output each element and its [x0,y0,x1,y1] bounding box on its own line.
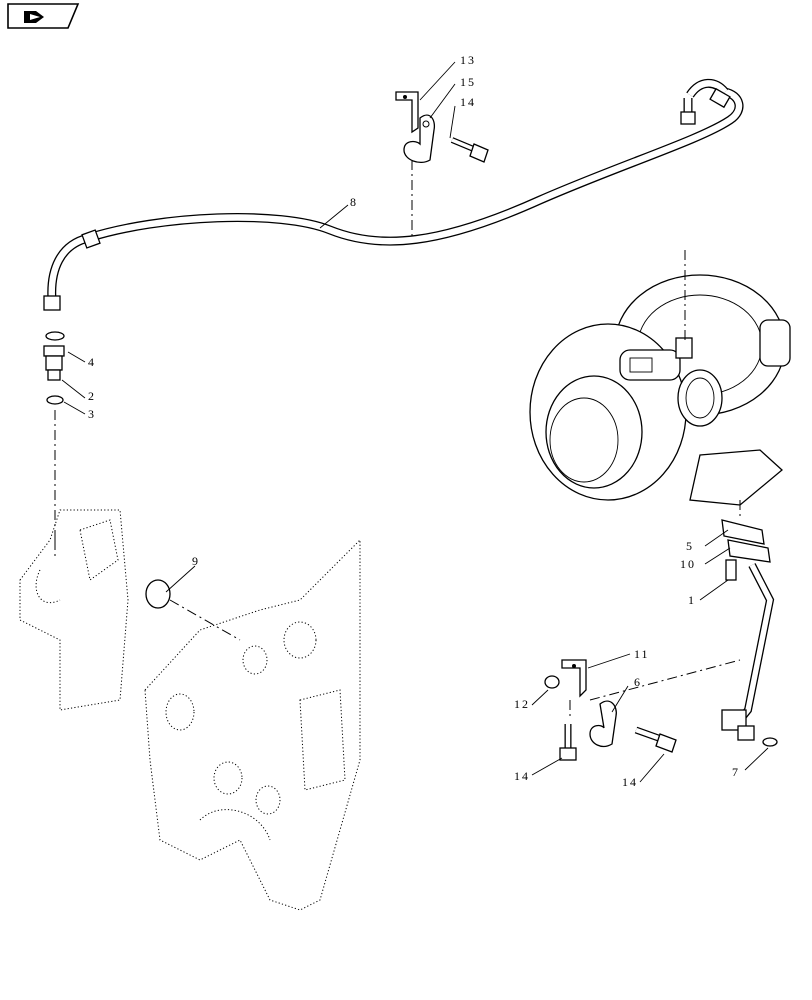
callout-5: 5 [686,539,694,553]
page-nav-button[interactable] [7,3,80,29]
leader-lines [61,61,769,783]
lower-bracket-assembly [544,659,741,761]
callout-11: 11 [634,647,650,661]
callout-labels: 13 15 14 8 4 2 3 9 5 10 1 11 6 12 14 14 … [88,53,740,789]
callout-14-lower-left: 14 [514,769,530,783]
callout-4: 4 [88,355,96,369]
callout-8: 8 [350,195,358,209]
oil-feed-line [43,78,744,311]
upper-bracket-assembly [395,91,489,240]
engine-block [19,509,361,911]
callout-6: 6 [634,675,642,689]
turbocharger [529,250,791,520]
callout-12: 12 [514,697,530,711]
callout-10: 10 [680,557,696,571]
callout-9: 9 [192,554,200,568]
callout-14-lower-right: 14 [622,775,638,789]
fitting-stack [43,331,65,540]
callout-3: 3 [88,407,96,421]
page-arrow-icon [24,11,44,23]
callout-13: 13 [460,53,476,67]
callout-2: 2 [88,389,96,403]
callout-14-upper: 14 [460,95,476,109]
callout-7: 7 [732,765,740,779]
callout-1: 1 [688,593,696,607]
callout-15: 15 [460,75,476,89]
oil-return-line [721,519,778,747]
